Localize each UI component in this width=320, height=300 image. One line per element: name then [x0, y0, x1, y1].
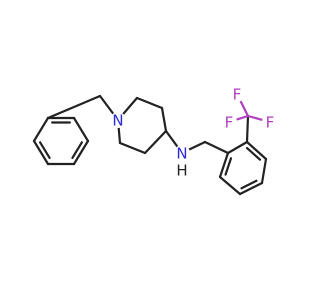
bond-c17-c18 — [260, 157, 268, 185]
bond-c18-c19 — [245, 140, 268, 161]
bond-c18-c19-inner — [245, 146, 262, 161]
atom-background-f1 — [229, 86, 245, 102]
bond-c13-c14 — [203, 140, 230, 155]
atom-label-h: H — [176, 162, 187, 180]
bond-c12-n1 — [117, 126, 122, 145]
bond-c4-c5 — [72, 139, 90, 166]
atom-label-f: F — [266, 114, 275, 132]
bond-c16-c17 — [238, 181, 264, 196]
bond-c19-c14 — [226, 140, 249, 155]
atom-background-f3 — [262, 114, 278, 130]
atom-background-n2 — [174, 145, 190, 161]
bond-c8-c9 — [135, 96, 164, 110]
atom-label-n: N — [112, 112, 123, 130]
bond-c11-c12 — [118, 141, 147, 155]
bond-c10-n2 — [164, 129, 179, 148]
bond-c10-c11 — [143, 129, 168, 155]
bond-c20-f2 — [235, 114, 250, 121]
bond-c1-c2 — [32, 116, 50, 143]
atom-background-f2 — [221, 114, 237, 130]
atom-background-n1 — [110, 112, 126, 128]
atom-label-n: N — [176, 145, 187, 163]
bond-layer — [32, 94, 268, 196]
bond-n1-c8 — [122, 96, 139, 116]
bond-c20-f3 — [246, 114, 264, 122]
atom-background-h1 — [174, 162, 190, 178]
bond-c7-n1 — [98, 94, 115, 115]
bond-c20-f1 — [239, 100, 250, 118]
atom-label-f: F — [233, 86, 242, 104]
bond-c16-c17-inner — [240, 179, 258, 190]
bond-c4-c5-inner — [71, 141, 84, 160]
bond-c19-c20 — [245, 114, 250, 144]
bond-c15-c16 — [218, 175, 242, 196]
bond-c1-c7 — [46, 94, 102, 120]
atom-label-f: F — [225, 114, 234, 132]
bond-n2-c13 — [188, 140, 207, 151]
bond-c14-c15-inner — [224, 157, 233, 176]
bond-c2-c3-inner — [38, 141, 51, 160]
bond-c9-c10 — [160, 106, 168, 133]
bond-c14-c15 — [218, 151, 230, 179]
bond-c2-c3 — [32, 139, 50, 166]
bond-c5-c6 — [72, 116, 90, 143]
